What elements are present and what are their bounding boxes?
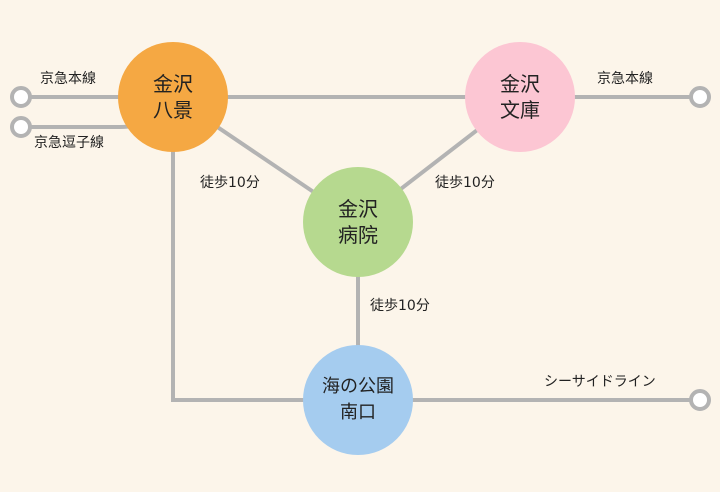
line-label-keikyu-main-right: 京急本線 [597, 71, 653, 87]
station-kanazawa-hospital: 金沢 病院 [303, 167, 413, 277]
station-name-line1: 金沢 [338, 197, 378, 221]
line-label-keikyu-main-left: 京急本線 [40, 71, 96, 87]
line-terminal-marker [689, 389, 711, 411]
station-name-line1: 海の公園 [322, 376, 394, 397]
station-kanazawa-bunko: 金沢 文庫 [465, 42, 575, 152]
station-name-line2: 南口 [340, 402, 376, 423]
line-terminal-marker [10, 116, 32, 138]
station-name-line2: 文庫 [500, 98, 540, 122]
station-name-line1: 金沢 [153, 72, 193, 96]
station-name-line2: 病院 [338, 223, 378, 247]
station-name-line2: 八景 [153, 98, 193, 122]
walk-label-bunko-hospital: 徒歩10分 [435, 175, 495, 191]
station-kanazawa-hakkei: 金沢 八景 [118, 42, 228, 152]
line-label-keikyu-zushi: 京急逗子線 [34, 135, 104, 151]
line-terminal-marker [10, 86, 32, 108]
line-terminal-marker [689, 86, 711, 108]
walk-label-hakkei-hospital: 徒歩10分 [200, 175, 260, 191]
walk-label-hospital-park: 徒歩10分 [370, 298, 430, 314]
connector-hakkei-park [171, 95, 360, 402]
station-uminokoen-minamiguchi: 海の公園 南口 [303, 345, 413, 455]
line-label-seaside: シーサイドライン [544, 374, 656, 390]
station-name-line1: 金沢 [500, 72, 540, 96]
